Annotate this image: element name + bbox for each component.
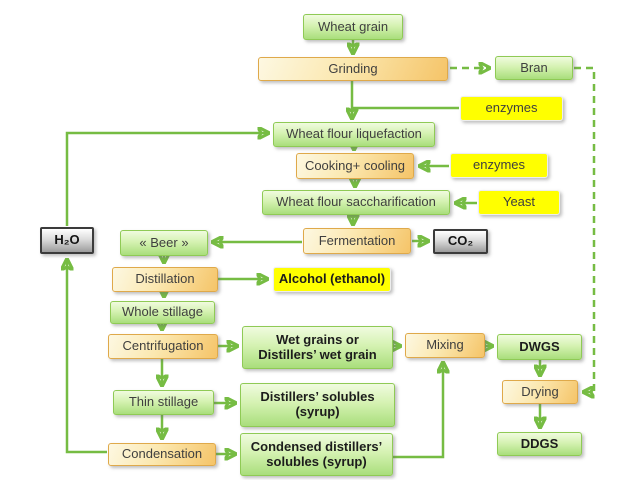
node-enzymes-1: enzymes bbox=[460, 96, 563, 121]
node-yeast: Yeast bbox=[478, 190, 560, 215]
node-grinding: Grinding bbox=[258, 57, 448, 81]
node-enzymes-2: enzymes bbox=[450, 153, 548, 178]
node-bran: Bran bbox=[495, 56, 573, 80]
node-thin-stillage: Thin stillage bbox=[113, 390, 214, 415]
node-wheat-flour-liquefaction: Wheat flour liquefaction bbox=[273, 122, 435, 147]
node-centrifugation: Centrifugation bbox=[108, 334, 218, 359]
node-alcohol-ethanol: Alcohol (ethanol) bbox=[273, 267, 391, 292]
node-dwgs: DWGS bbox=[497, 334, 582, 360]
node-ddgs: DDGS bbox=[497, 432, 582, 456]
arrow-condensed-to-mixing bbox=[393, 363, 443, 459]
node-condensation: Condensation bbox=[108, 443, 216, 466]
node-wheat-flour-saccharification: Wheat flour saccharification bbox=[262, 190, 450, 215]
node-distillers-solubles: Distillers’ solubles (syrup) bbox=[240, 383, 395, 427]
arrow-condensation-to-h2o bbox=[67, 260, 107, 454]
node-drying: Drying bbox=[502, 380, 578, 404]
node-beer: « Beer » bbox=[120, 230, 208, 256]
arrow-h2o-to-liquefaction bbox=[65, 133, 268, 226]
node-cooking-cooling: Cooking+ cooling bbox=[296, 153, 414, 179]
node-h2o: H₂O bbox=[40, 227, 94, 254]
node-co2: CO₂ bbox=[433, 229, 488, 254]
node-wheat-grain: Wheat grain bbox=[303, 14, 403, 40]
node-condensed-solubles: Condensed distillers’ solubles (syrup) bbox=[240, 433, 393, 476]
node-wet-grains: Wet grains or Distillers’ wet grain bbox=[242, 326, 393, 369]
node-mixing: Mixing bbox=[405, 333, 485, 358]
node-whole-stillage: Whole stillage bbox=[110, 301, 215, 324]
node-fermentation: Fermentation bbox=[303, 228, 411, 254]
node-distillation: Distillation bbox=[112, 267, 218, 292]
